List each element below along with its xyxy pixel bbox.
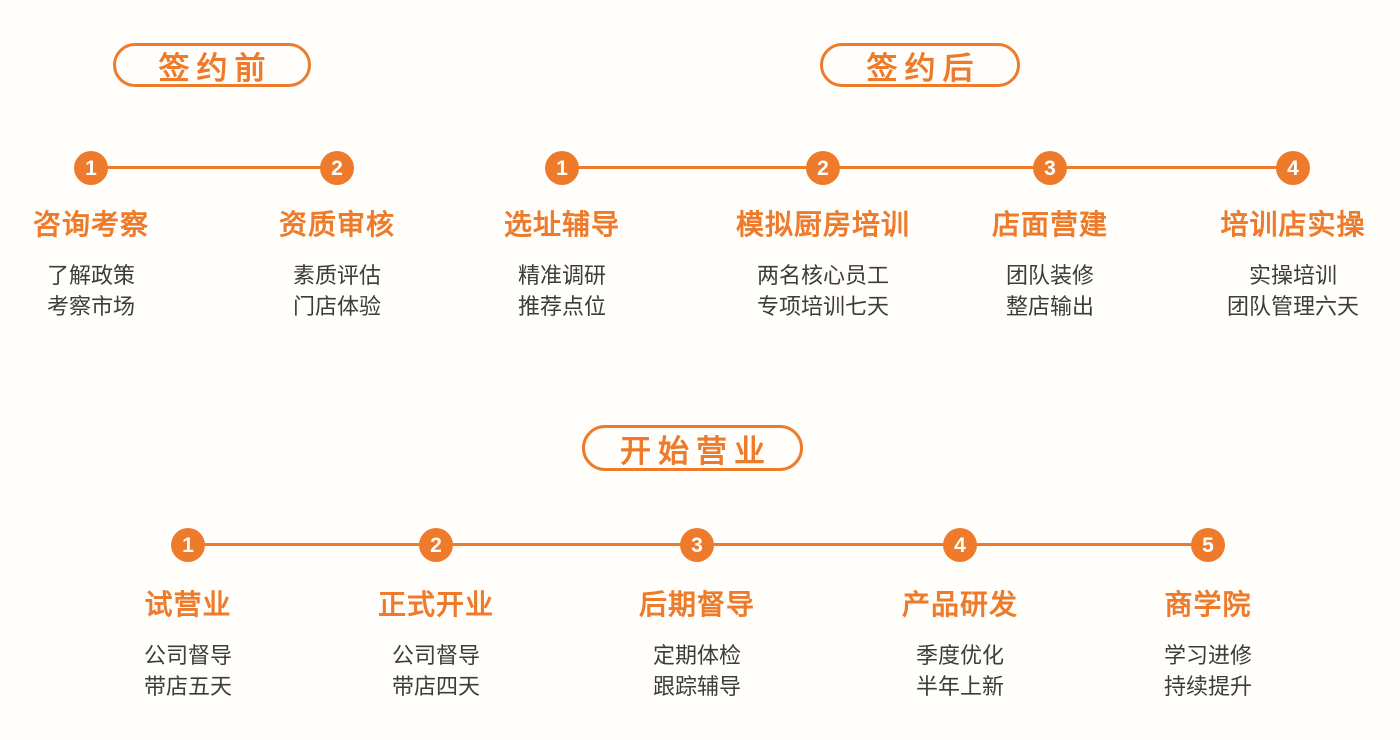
step-title: 培训店实操 (1220, 209, 1366, 240)
step-description-line: 半年上新 (915, 674, 1004, 699)
step-description: 公司督导 带店五天 (58, 640, 318, 702)
section-header-label: 开始营业 (620, 433, 772, 469)
step-later-supervision: 3 后期督导 定期体检 跟踪辅导 (567, 528, 827, 702)
step-site-selection: 1 选址辅导 精准调研 推荐点位 (432, 151, 692, 322)
step-description-line: 了解政策 (46, 263, 135, 288)
step-title: 商学院 (1164, 589, 1252, 620)
step-description-line: 门店体验 (292, 294, 381, 319)
step-description-line: 专项培训七天 (756, 294, 889, 319)
step-description-line: 带店五天 (143, 674, 232, 699)
step-number: 4 (954, 533, 966, 557)
step-number-badge: 2 (806, 151, 840, 185)
step-description: 定期体检 跟踪辅导 (567, 640, 827, 702)
step-description-line: 实操培训 (1248, 263, 1337, 288)
step-number-badge: 3 (680, 528, 714, 562)
step-description-line: 推荐点位 (517, 294, 606, 319)
step-number-badge: 4 (1276, 151, 1310, 185)
step-number: 1 (556, 156, 568, 180)
step-training-store-practice: 4 培训店实操 实操培训 团队管理六天 (1163, 151, 1400, 322)
step-description-line: 学习进修 (1163, 643, 1252, 668)
step-description: 学习进修 持续提升 (1078, 640, 1338, 702)
step-description-line: 公司督导 (391, 643, 480, 668)
step-title: 模拟厨房培训 (735, 209, 910, 240)
step-number-badge: 4 (943, 528, 977, 562)
step-number: 3 (691, 533, 703, 557)
step-consult-inspect: 1 咨询考察 了解政策 考察市场 (0, 151, 221, 322)
step-product-development: 4 产品研发 季度优化 半年上新 (830, 528, 1090, 702)
step-description-line: 考察市场 (46, 294, 135, 319)
step-number-badge: 1 (545, 151, 579, 185)
step-description: 素质评估 门店体验 (207, 260, 467, 322)
step-number: 5 (1202, 533, 1214, 557)
step-trial-operation: 1 试营业 公司督导 带店五天 (58, 528, 318, 702)
step-title: 店面营建 (991, 209, 1108, 240)
timeline-connector-post-signing (562, 166, 1293, 169)
step-description: 两名核心员工 专项培训七天 (693, 260, 953, 322)
step-title: 产品研发 (901, 589, 1018, 620)
step-number: 2 (817, 156, 829, 180)
section-header-label: 签约前 (158, 50, 273, 86)
step-description: 季度优化 半年上新 (830, 640, 1090, 702)
step-description-line: 定期体检 (652, 643, 741, 668)
step-grand-opening: 2 正式开业 公司督导 带店四天 (306, 528, 566, 702)
step-description: 实操培训 团队管理六天 (1163, 260, 1400, 322)
step-title: 正式开业 (377, 589, 494, 620)
step-title: 咨询考察 (32, 209, 149, 240)
step-description-line: 带店四天 (391, 674, 480, 699)
step-store-construction: 3 店面营建 团队装修 整店输出 (920, 151, 1180, 322)
step-title: 试营业 (144, 589, 232, 620)
step-description: 公司督导 带店四天 (306, 640, 566, 702)
step-description-line: 持续提升 (1163, 674, 1252, 699)
step-description-line: 公司督导 (143, 643, 232, 668)
step-number-badge: 2 (419, 528, 453, 562)
step-qualification-review: 2 资质审核 素质评估 门店体验 (207, 151, 467, 322)
step-description-line: 两名核心员工 (756, 263, 889, 288)
step-number: 1 (182, 533, 194, 557)
step-description-line: 精准调研 (517, 263, 606, 288)
step-number: 2 (331, 156, 343, 180)
step-description-line: 团队管理六天 (1226, 294, 1359, 319)
step-number-badge: 5 (1191, 528, 1225, 562)
step-kitchen-training: 2 模拟厨房培训 两名核心员工 专项培训七天 (693, 151, 953, 322)
step-title: 资质审核 (278, 209, 395, 240)
step-description-line: 跟踪辅导 (652, 674, 741, 699)
step-number-badge: 2 (320, 151, 354, 185)
section-header-opening: 开始营业 (582, 425, 803, 471)
step-number-badge: 1 (171, 528, 205, 562)
step-number-badge: 3 (1033, 151, 1067, 185)
section-header-pre-signing: 签约前 (113, 43, 311, 87)
step-description: 团队装修 整店输出 (920, 260, 1180, 322)
step-description-line: 素质评估 (292, 263, 381, 288)
step-number-badge: 1 (74, 151, 108, 185)
section-header-post-signing: 签约后 (820, 43, 1020, 87)
step-description-line: 季度优化 (915, 643, 1004, 668)
section-header-label: 签约后 (866, 50, 981, 86)
step-description: 了解政策 考察市场 (0, 260, 221, 322)
step-description: 精准调研 推荐点位 (432, 260, 692, 322)
step-number: 3 (1044, 156, 1056, 180)
step-number: 4 (1287, 156, 1299, 180)
step-title: 选址辅导 (503, 209, 620, 240)
step-number: 2 (430, 533, 442, 557)
step-description-line: 整店输出 (1005, 294, 1094, 319)
step-business-school: 5 商学院 学习进修 持续提升 (1078, 528, 1338, 702)
timeline-connector-pre-signing (91, 166, 337, 169)
step-number: 1 (85, 156, 97, 180)
step-description-line: 团队装修 (1005, 263, 1094, 288)
step-title: 后期督导 (638, 589, 755, 620)
